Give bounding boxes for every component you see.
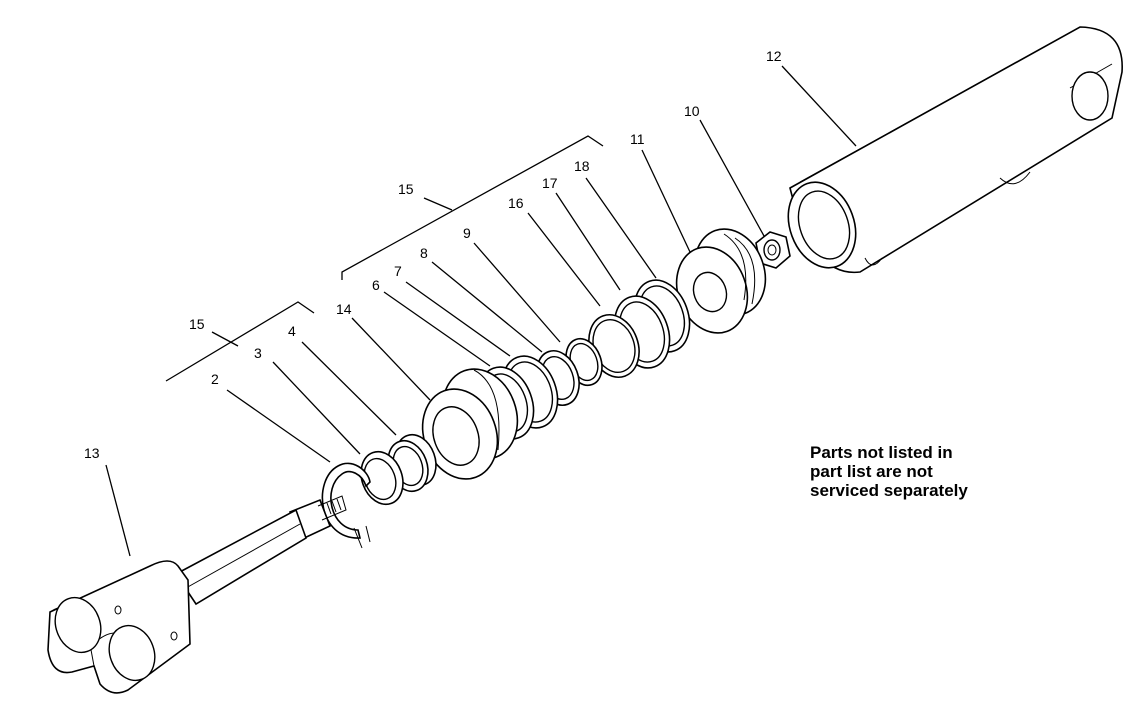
callout-16: 16 bbox=[508, 195, 524, 211]
callout-9: 9 bbox=[463, 225, 471, 241]
callout-2: 2 bbox=[211, 371, 219, 387]
cylinder-barrel-part-12 bbox=[787, 26, 1123, 274]
note-line-2: part list are not bbox=[810, 462, 933, 481]
callout-15-upper: 15 bbox=[398, 181, 414, 197]
callout-6: 6 bbox=[372, 277, 380, 293]
callout-labels: 2 3 4 14 6 7 8 9 16 17 18 11 10 12 13 15… bbox=[84, 48, 782, 461]
service-note: Parts not listed in part list are not se… bbox=[810, 443, 968, 500]
callout-15-lower: 15 bbox=[189, 316, 205, 332]
kit-bracket-upper bbox=[341, 135, 604, 280]
snap-ring-part-2 bbox=[321, 462, 371, 549]
callout-7: 7 bbox=[394, 263, 402, 279]
callout-10: 10 bbox=[684, 103, 700, 119]
callout-8: 8 bbox=[420, 245, 428, 261]
washer-part-3 bbox=[360, 450, 404, 506]
callout-4: 4 bbox=[288, 323, 296, 339]
kit-bracket-lower bbox=[165, 301, 315, 382]
note-line-3: serviced separately bbox=[810, 481, 968, 500]
callout-18: 18 bbox=[574, 158, 590, 174]
piston-part-11 bbox=[675, 228, 767, 334]
callout-14: 14 bbox=[336, 301, 352, 317]
note-line-1: Parts not listed in bbox=[810, 443, 953, 462]
gland-part-14 bbox=[421, 368, 519, 480]
callout-13: 13 bbox=[84, 445, 100, 461]
callout-17: 17 bbox=[542, 175, 558, 191]
rod-clevis-part-13 bbox=[47, 495, 347, 694]
callout-11: 11 bbox=[630, 131, 645, 147]
leader-lines bbox=[105, 65, 857, 557]
callout-3: 3 bbox=[254, 345, 262, 361]
callout-12: 12 bbox=[766, 48, 782, 64]
